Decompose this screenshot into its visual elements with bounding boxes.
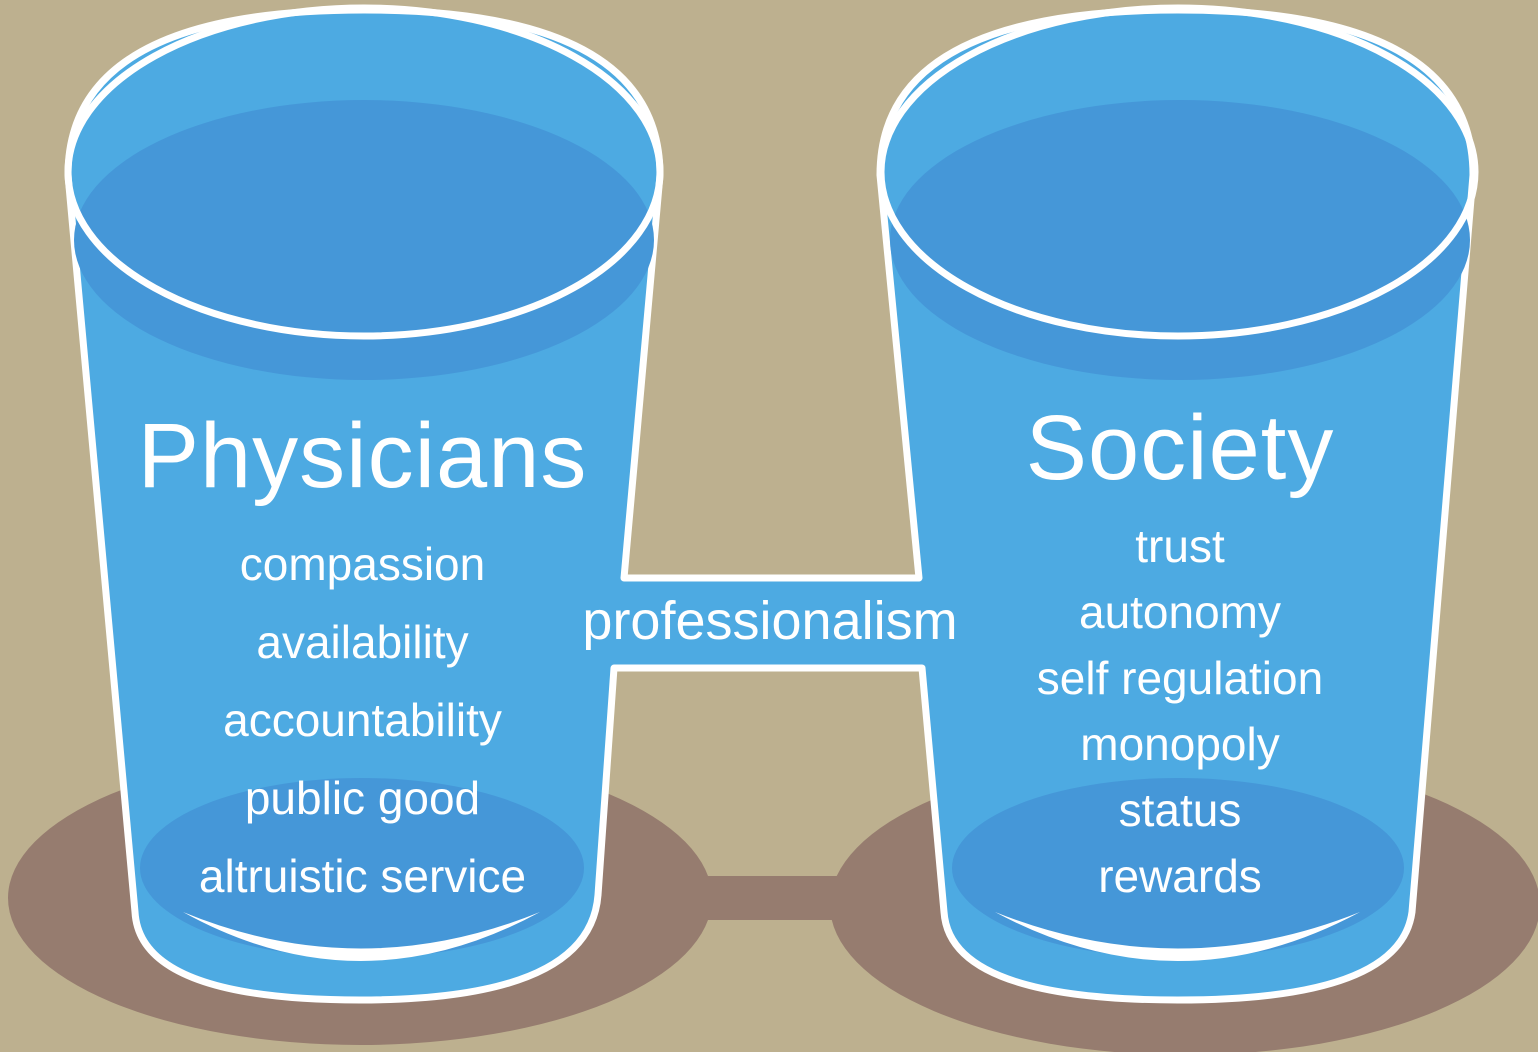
left-bottom-highlight (183, 912, 540, 961)
right-glass-bottom (952, 778, 1404, 958)
physicians-value: public good (244, 772, 481, 824)
left-glass-rim (64, 4, 664, 340)
physicians-values-list: compassion availability accountability p… (100, 525, 625, 915)
right-water-surface (890, 100, 1470, 380)
connector-shadow (690, 876, 870, 920)
right-glass-rim (877, 4, 1479, 340)
society-value: autonomy (1078, 586, 1281, 638)
society-title: Society (1025, 397, 1335, 499)
society-value: rewards (1098, 850, 1262, 902)
left-water-surface (74, 100, 654, 380)
society-value: monopoly (1080, 718, 1280, 770)
society-value: trust (1135, 520, 1225, 572)
physicians-value: availability (256, 616, 469, 668)
society-value: self regulation (1036, 652, 1324, 704)
society-values-list: trust autonomy self regulation monopoly … (930, 513, 1430, 909)
physicians-value: altruistic service (198, 850, 527, 902)
professionalism-label: professionalism (582, 591, 958, 651)
physicians-value: compassion (239, 538, 486, 590)
physicians-value: accountability (223, 694, 502, 746)
society-value: status (1118, 784, 1242, 836)
right-bottom-highlight (995, 912, 1360, 961)
left-glass-bottom (140, 778, 584, 958)
physicians-title: Physicians (137, 405, 588, 507)
